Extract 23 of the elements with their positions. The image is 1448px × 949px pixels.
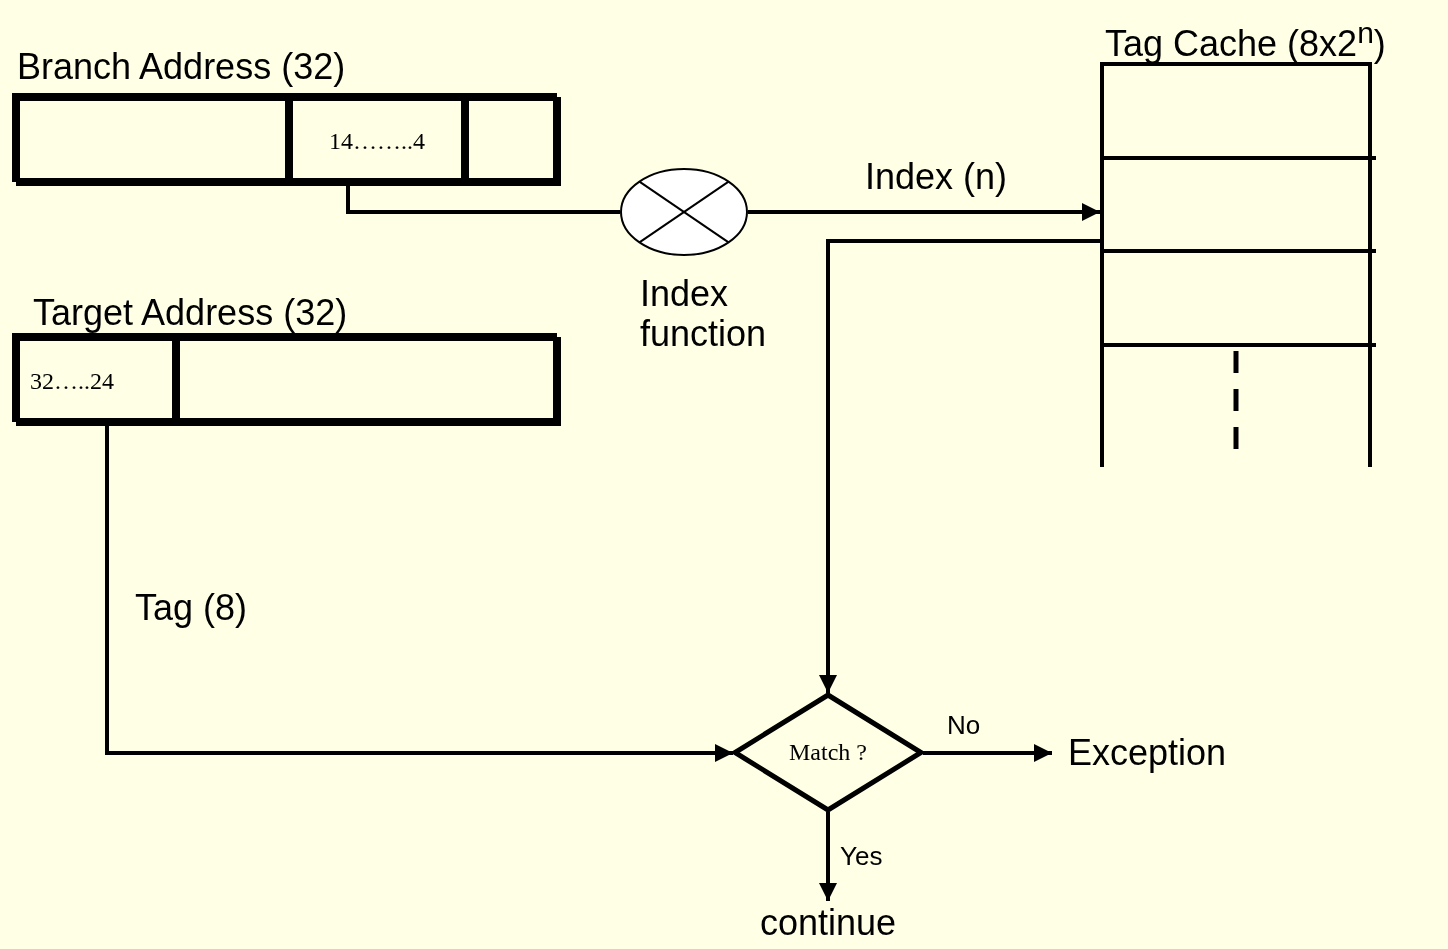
- edge-label: Index (n): [865, 157, 1008, 197]
- arrow: [748, 203, 1100, 221]
- cache-title: Tag Cache (8x2$^{n}$): [1105, 16, 1386, 64]
- arrow: [819, 812, 837, 901]
- register-title: Target Address (32): [33, 293, 348, 333]
- register-field: [465, 97, 561, 186]
- decision-text: Match ?: [789, 739, 867, 766]
- terminal-label: Exception: [1067, 733, 1227, 773]
- arrow: [923, 744, 1052, 762]
- register-field: [16, 97, 289, 186]
- bit-range: 14……..4: [329, 128, 425, 155]
- register-field: [176, 337, 561, 426]
- edge-label: Yes: [840, 842, 883, 871]
- function-label: Index function: [640, 274, 768, 354]
- bit-range: 32…..24: [30, 368, 114, 395]
- terminal-label: continue: [759, 903, 897, 943]
- edge-label: No: [947, 711, 981, 740]
- bit-field: [16, 337, 176, 426]
- decision-diamond: [733, 693, 923, 812]
- edge-label: Tag (8): [135, 588, 248, 628]
- bit-field: [289, 97, 465, 186]
- arrow: [819, 239, 1100, 693]
- register-title: Branch Address (32): [17, 47, 346, 87]
